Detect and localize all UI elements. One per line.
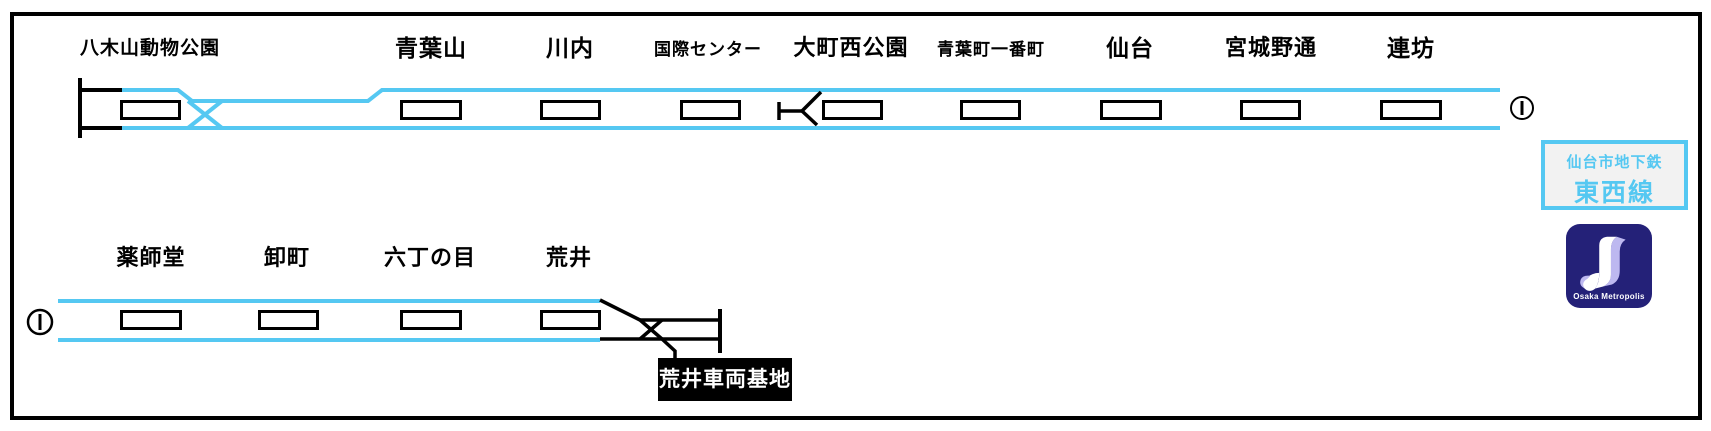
station-marker xyxy=(400,310,462,330)
station-marker xyxy=(258,310,319,330)
station-label-oroshimachi: 卸町 xyxy=(263,245,311,270)
station-marker xyxy=(1240,100,1301,120)
station-marker xyxy=(540,310,601,330)
station-label-rokuchonome: 六丁の目 xyxy=(383,245,477,270)
bottom-row-track-lines xyxy=(58,299,600,342)
omachi-pocket-track-icon xyxy=(777,90,823,127)
station-label-sendai: 仙台 xyxy=(1106,35,1154,61)
station-marker xyxy=(540,100,601,120)
depot-label: 荒井車両基地 xyxy=(658,358,792,401)
line-name: 東西線 xyxy=(1573,179,1655,207)
yagiyama-crossover-icon xyxy=(186,99,224,130)
station-marker xyxy=(960,100,1021,120)
operator-name: 仙台市地下鉄 xyxy=(1566,154,1663,171)
metro-ribbon-icon xyxy=(1580,236,1626,291)
station-marker xyxy=(400,100,462,120)
station-marker xyxy=(822,100,883,120)
station-label-miyaginodori: 宮城野通 xyxy=(1224,35,1318,60)
station-marker xyxy=(1100,100,1162,120)
continuation-marker-top xyxy=(1510,96,1534,120)
yagiyama-terminal-buffer xyxy=(78,78,122,138)
station-label-aobayama: 青葉山 xyxy=(395,35,467,61)
osaka-metropolis-logo: Osaka Metropolis xyxy=(1566,224,1652,308)
continuation-marker-bottom xyxy=(26,308,54,336)
station-label-kokusai-center: 国際センター xyxy=(654,40,762,59)
station-marker xyxy=(1380,100,1442,120)
station-label-rembo: 連坊 xyxy=(1387,35,1435,61)
logo-caption: Osaka Metropolis xyxy=(1573,292,1645,301)
arai-depot-tracks xyxy=(599,298,722,358)
station-label-arai: 荒井 xyxy=(545,245,593,270)
station-label-kawauchi: 川内 xyxy=(546,35,594,61)
top-row-track-lines xyxy=(122,88,1500,130)
station-label-yagiyama: 八木山動物公園 xyxy=(79,38,221,59)
station-label-aobacho-ichibancho: 青葉町一番町 xyxy=(937,40,1045,59)
station-marker xyxy=(120,100,181,120)
station-label-omachi-nishikoen: 大町西公園 xyxy=(793,35,909,60)
station-label-yakushido: 薬師堂 xyxy=(116,245,186,270)
station-marker xyxy=(680,100,741,120)
diagram-border xyxy=(10,12,1702,420)
line-name-box: 仙台市地下鉄 東西線 xyxy=(1541,140,1688,210)
station-marker xyxy=(120,310,182,330)
